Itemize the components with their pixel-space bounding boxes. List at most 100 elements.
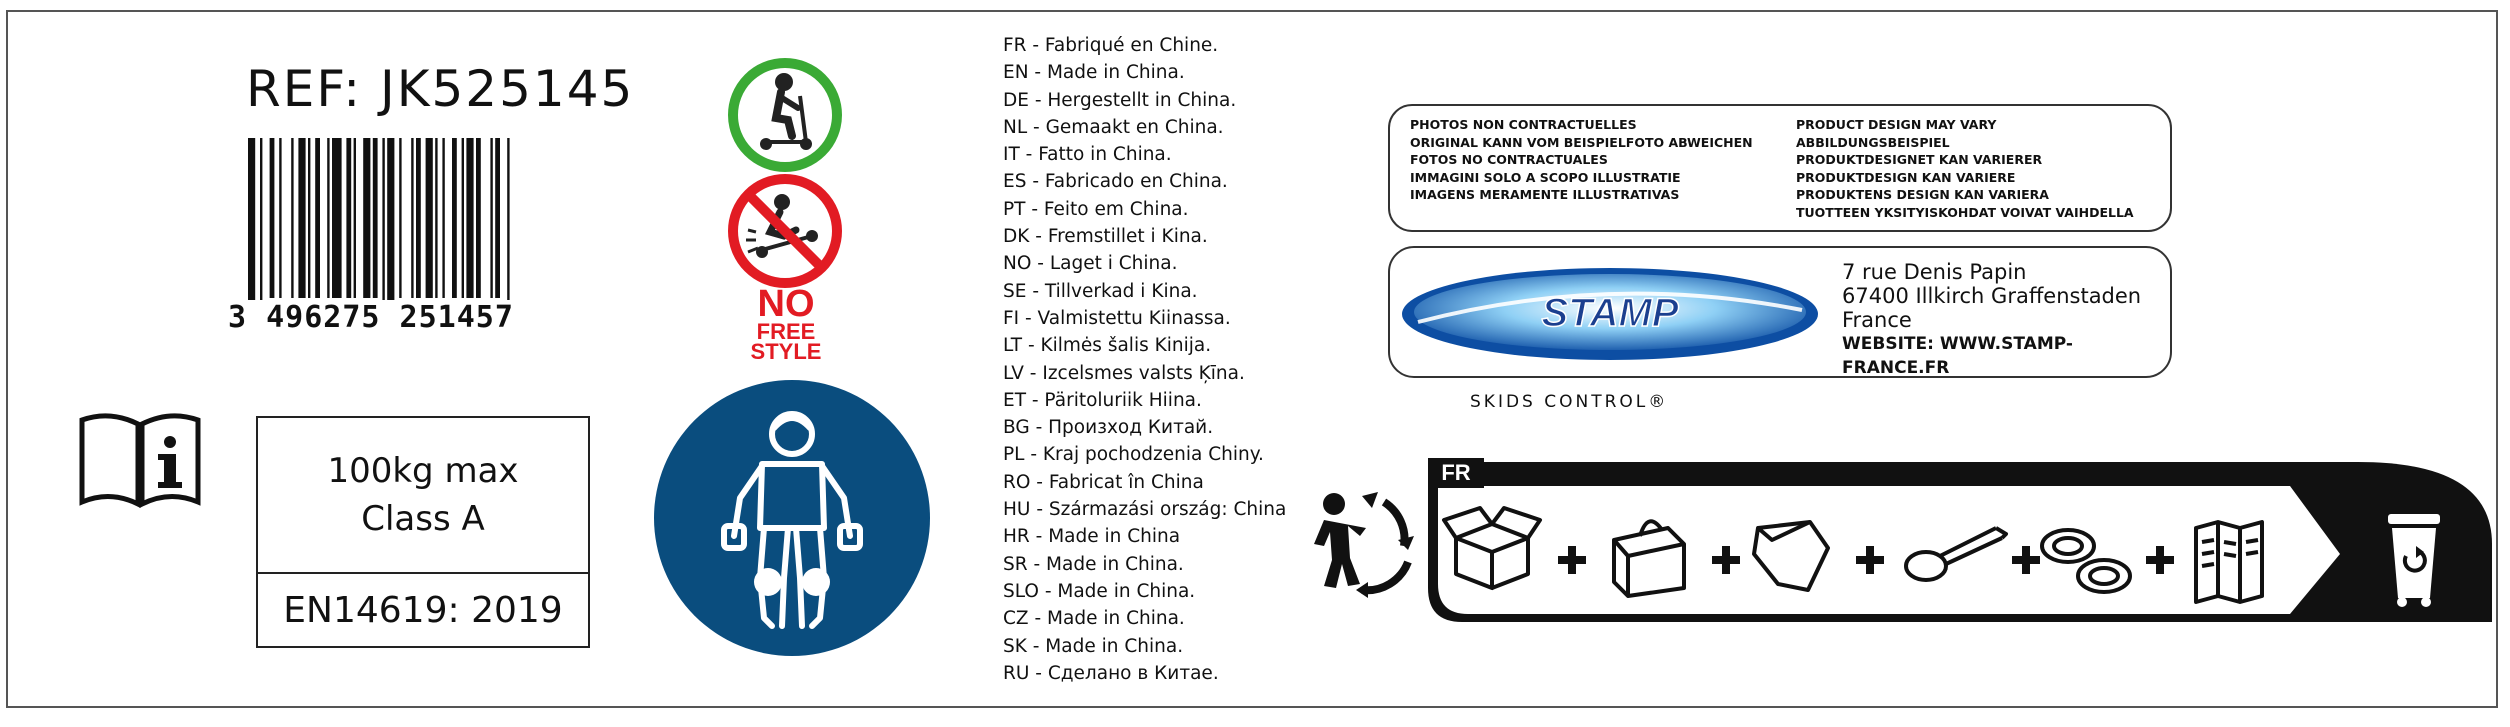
made-in-line: ET - Päritoluriik Hiina.	[1003, 389, 1202, 411]
tape-roll-icon	[2040, 528, 2132, 594]
barcode-bar	[346, 138, 352, 298]
barcode-bar	[399, 138, 402, 298]
label-frame	[6, 10, 2498, 708]
stamp-logo-text: STAMP	[1541, 291, 1678, 335]
disclaimer-line: PHOTOS NON CONTRACTUELLES	[1410, 117, 1637, 132]
barcode-bar	[353, 138, 356, 298]
leaflet-icon	[2194, 520, 2264, 604]
disclaimer-line: PRODUKTDESIGNET KAN VARIERER	[1796, 152, 2043, 167]
address-line1: 7 rue Denis Papin	[1842, 260, 2027, 284]
barcode-bar	[387, 138, 395, 328]
barcode-bar	[315, 138, 320, 298]
barcode-bar	[260, 138, 263, 328]
address-line3: France	[1842, 308, 1912, 332]
trash-bin-icon	[2388, 514, 2440, 607]
barcode-bar	[279, 138, 282, 298]
country-tab-fr: FR	[1428, 458, 1484, 488]
barcode-bar	[495, 138, 500, 298]
no-freestyle-text: NO FREE STYLE	[736, 283, 836, 364]
barcode-bar	[466, 138, 474, 298]
barcode-bar	[442, 138, 445, 298]
barcode-bar	[411, 138, 414, 298]
made-in-line: RO - Fabricat în China	[1003, 471, 1204, 493]
made-in-line: LT - Kilmės šalis Kinija.	[1003, 335, 1212, 357]
barcode-bar	[507, 138, 510, 328]
scooter-allowed-icon	[728, 58, 842, 172]
barcode-bar	[435, 138, 438, 298]
made-in-line: RU - Сделано в Китае.	[1003, 662, 1219, 684]
made-in-list: FR - Fabriqué en Chine. EN - Made in Chin…	[1003, 32, 1286, 687]
made-in-line: NL - Gemaakt en China.	[1003, 116, 1224, 138]
made-in-line: SR - Made in China.	[1003, 553, 1184, 575]
barcode-bar	[363, 138, 371, 298]
barcode-bar	[382, 138, 385, 328]
made-in-line: IT - Fatto in China.	[1003, 144, 1172, 166]
bag-icon	[1612, 519, 1686, 598]
website-text: WEBSITE: WWW.STAMP-FRANCE.FR	[1842, 334, 2073, 378]
triman-icon	[1314, 492, 1414, 598]
box-icon	[1442, 506, 1542, 590]
barcode-bar	[476, 138, 481, 298]
class-text: Class A	[361, 499, 485, 539]
made-in-line: FI - Valmistettu Kiinassa.	[1003, 307, 1231, 329]
barcode-bar	[332, 138, 342, 298]
made-in-line: HU - Származási ország: China	[1003, 499, 1287, 521]
barcode-digits: 3 496275 251457	[228, 300, 514, 335]
barcode-bar	[327, 138, 330, 298]
disclaimer-line: PRODUKTENS DESIGN KAN VARIERA	[1796, 187, 2049, 202]
disclaimer-line: FOTOS NO CONTRACTUALES	[1410, 152, 1608, 167]
capacity-box: 100kg max Class A EN14619: 2019	[256, 416, 590, 648]
made-in-line: SE - Tillverkad i Kina.	[1003, 280, 1198, 302]
made-in-line: PL - Kraj pochodzenia Chiny.	[1003, 444, 1264, 466]
capacity-upper: 100kg max Class A	[258, 418, 588, 574]
pouch-icon	[1752, 520, 1830, 592]
made-in-line: FR - Fabriqué en Chine.	[1003, 35, 1219, 56]
no-freestyle-line3: STYLE	[750, 339, 822, 364]
barcode-bar	[291, 138, 294, 298]
made-in-line: DE - Hergestellt in China.	[1003, 89, 1237, 111]
made-in-line: NO - Laget i China.	[1003, 253, 1178, 275]
recycling-panel	[1428, 462, 2492, 622]
disclaimer-line: IMMAGINI SOLO A SCOPO ILLUSTRATIE	[1410, 169, 1681, 185]
made-in-line: HR - Made in China	[1003, 526, 1181, 548]
barcode-bar	[298, 138, 306, 298]
max-load-text: 100kg max	[327, 451, 519, 491]
no-freestyle-icon	[728, 174, 842, 288]
reference-number: REF: JK525145	[246, 60, 635, 118]
made-in-line: LV - Izcelsmes valsts Ķīna.	[1003, 362, 1245, 384]
standard-text: EN14619: 2019	[283, 589, 563, 631]
barcode	[248, 138, 510, 328]
disclaimer-line: PRODUCT DESIGN MAY VARY	[1796, 117, 1997, 132]
barcode-bar	[416, 138, 421, 298]
barcode-bar	[372, 138, 378, 298]
no-freestyle-line2: FREE	[756, 319, 816, 344]
made-in-line: CZ - Made in China.	[1003, 608, 1185, 630]
disclaimer-right-column: PRODUCT DESIGN MAY VARY ABBILDUNGSBEISPIE…	[1796, 116, 2134, 221]
no-freestyle-line1: NO	[757, 283, 815, 325]
brand-box: STAMP 7 rue Denis Papin 67400 Illkirch G…	[1388, 246, 2172, 378]
made-in-line: BG - Произход Китай.	[1003, 417, 1214, 439]
disclaimer-line: ORIGINAL KANN VOM BEISPIELFOTO ABWEICHEN	[1410, 134, 1753, 150]
barcode-bar	[308, 138, 311, 298]
disclaimer-line: TUOTTEEN YKSITYISKOHDAT VOIVAT VAIHDELLA	[1796, 204, 2134, 220]
barcode-bar	[425, 138, 433, 298]
disclaimer-line: PRODUKTDESIGN KAN VARIERE	[1796, 169, 2016, 185]
barcode-bar	[452, 138, 457, 298]
protective-gear-icon	[654, 380, 930, 656]
disclaimer-left-column: PHOTOS NON CONTRACTUELLES ORIGINAL KANN V…	[1410, 116, 1753, 204]
barcode-bar	[461, 138, 464, 298]
address-line2: 67400 Illkirch Graffenstaden	[1842, 284, 2142, 308]
brand-address: 7 rue Denis Papin 67400 Illkirch Graffen…	[1842, 260, 2170, 380]
made-in-line: DK - Fremstillet i Kina.	[1003, 226, 1208, 248]
made-in-line: EN - Made in China.	[1003, 62, 1185, 84]
strap-icon	[1904, 526, 2008, 582]
disclaimer-line: ABBILDUNGSBEISPIEL	[1796, 134, 1950, 150]
disclaimer-line: IMAGENS MERAMENTE ILLUSTRATIVAS	[1410, 187, 1680, 202]
made-in-line: SK - Made in China.	[1003, 635, 1184, 657]
manual-info-icon	[79, 413, 201, 508]
made-in-line: SLO - Made in China.	[1003, 580, 1196, 602]
made-in-line: PT - Feito em China.	[1003, 198, 1189, 220]
barcode-bar	[269, 138, 275, 298]
barcode-bar	[490, 138, 493, 298]
stamp-logo: STAMP	[1402, 268, 1818, 360]
